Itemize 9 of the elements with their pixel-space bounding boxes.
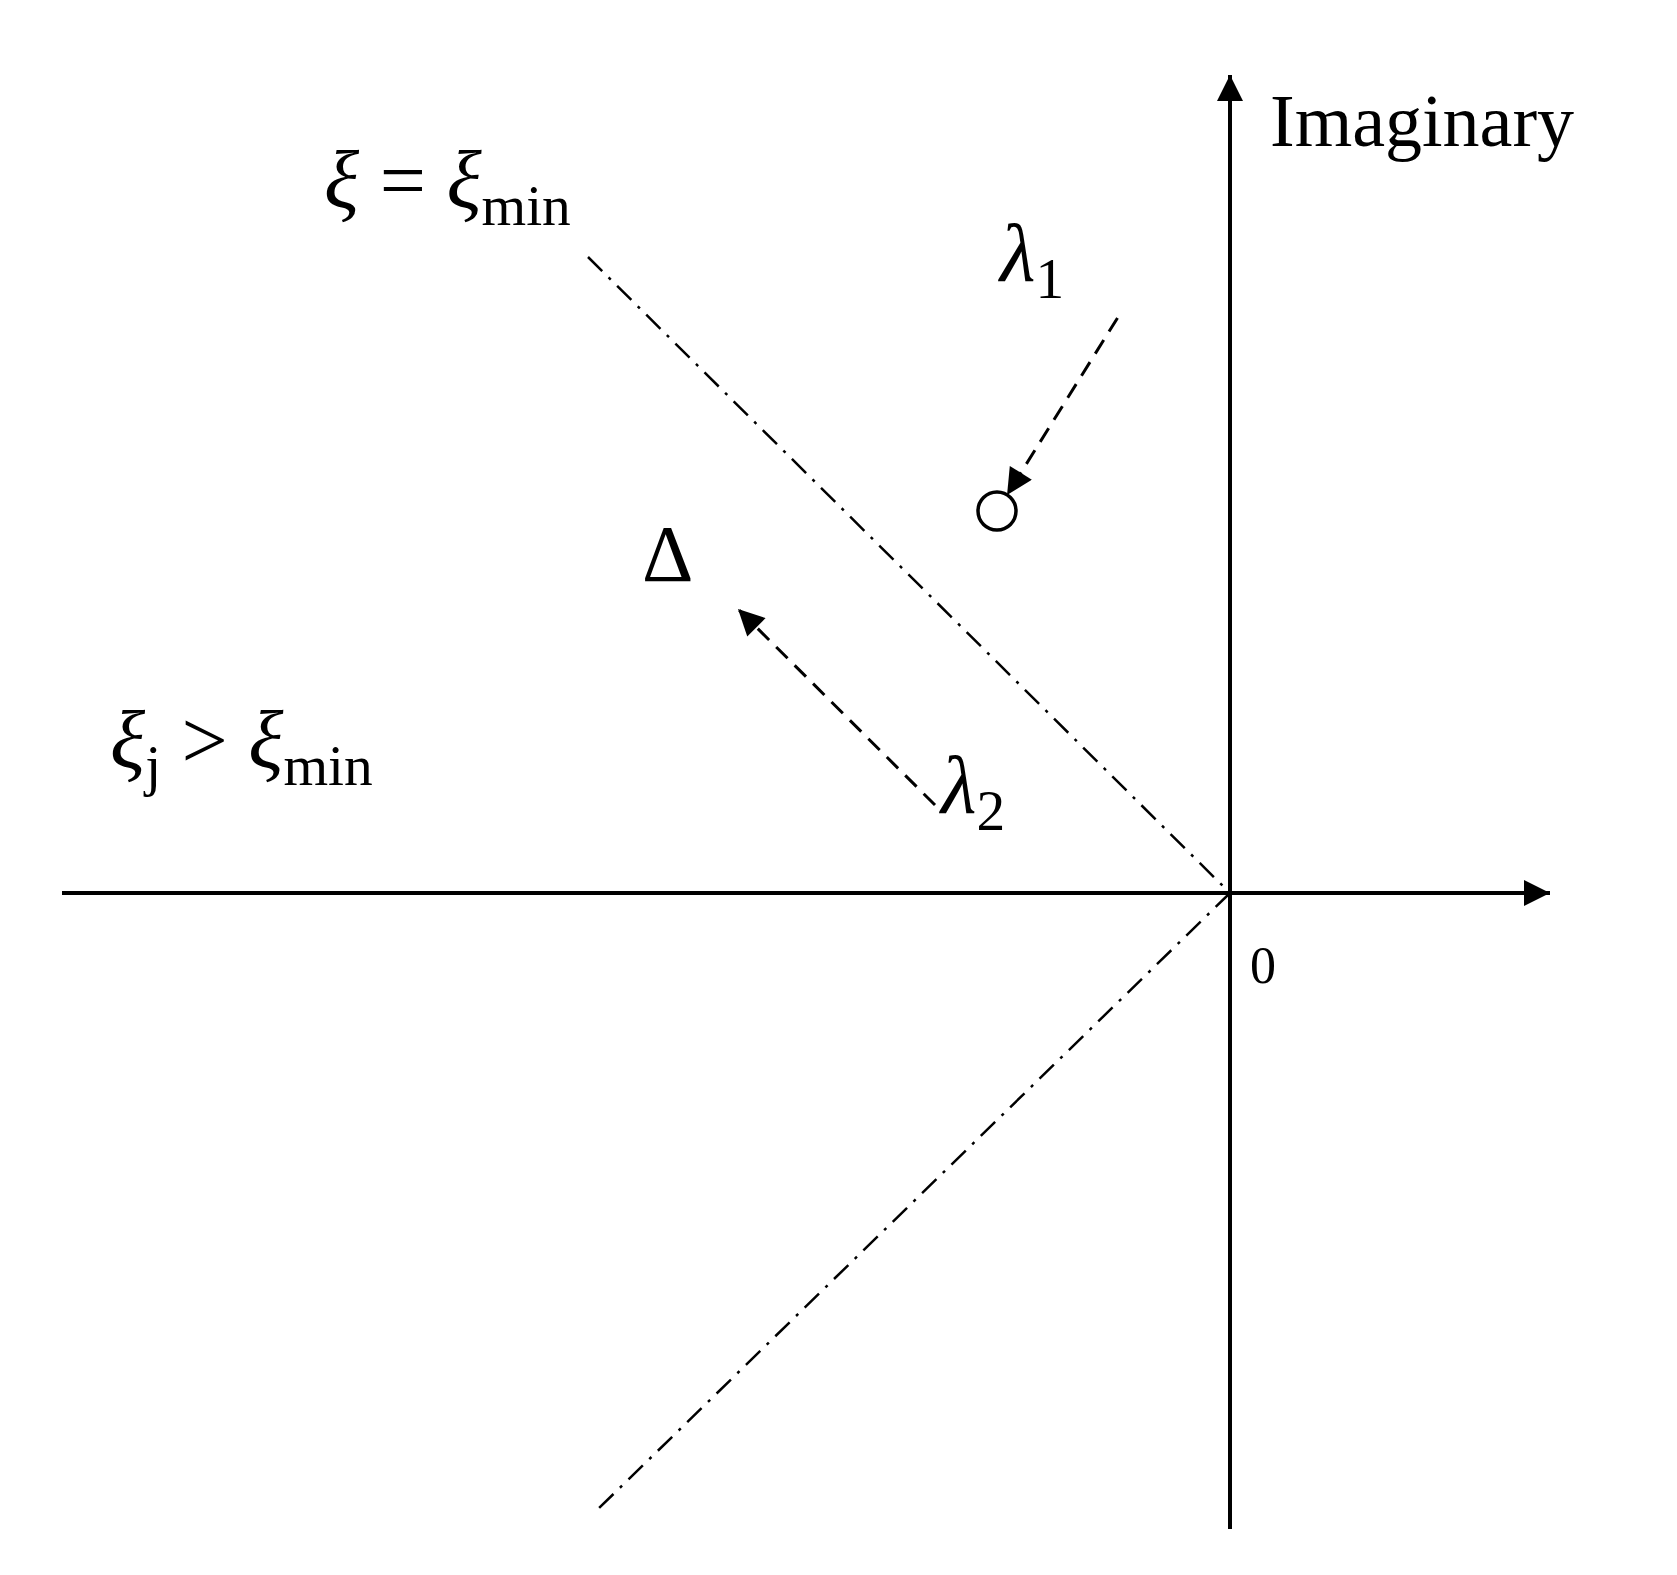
delta-label: Δ (642, 514, 694, 594)
boundary-label: ξ = ξ$_{min}$ (324, 140, 571, 235)
origin-label: 0 (1250, 940, 1276, 992)
eigenvalue-label: λ$_{2}$ (941, 745, 1006, 840)
region-label: ξ$_{j}$ > ξ$_{min}$ (110, 700, 373, 795)
pole-marker (976, 490, 1018, 532)
dashed-arrow (736, 607, 937, 807)
eigenvalue-label: λ$_{1}$ (1000, 213, 1065, 308)
dashed-arrow (1005, 317, 1119, 496)
